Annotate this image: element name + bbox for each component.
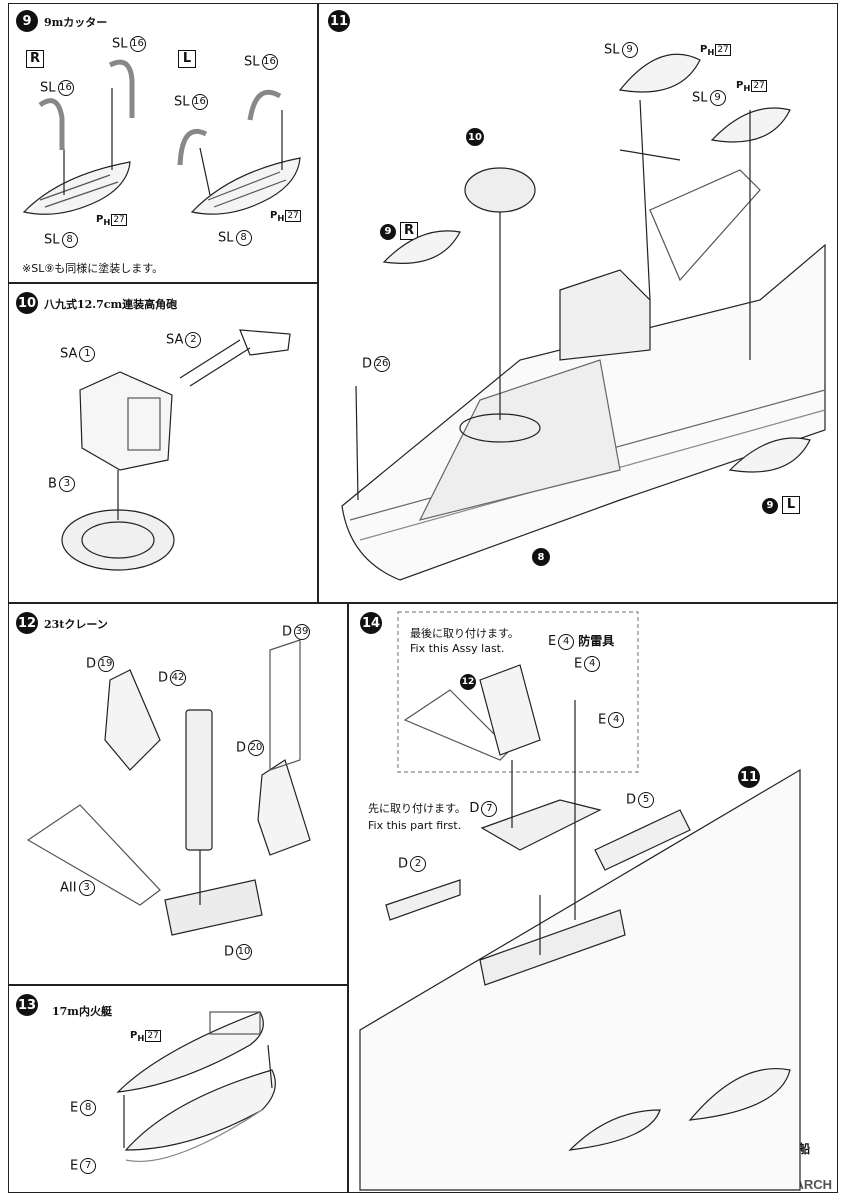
step-13-title: 17m内火艇	[52, 1005, 112, 1018]
ref-part-8-badge: 8	[532, 548, 550, 566]
cutter-boat-left	[177, 89, 301, 215]
step-9-right-marker: R	[26, 50, 44, 68]
deck-assembly	[359, 611, 801, 1191]
step-13-number: 13	[16, 994, 38, 1016]
ref-step-12-badge: 12	[460, 674, 476, 690]
step-9-left-marker: L	[178, 50, 196, 68]
gun-turret-drawing	[61, 329, 291, 571]
step-9-title: 9mカッター	[44, 16, 108, 29]
part-first-note-en: Fix this part first.	[368, 819, 462, 832]
step-14-number: 14	[360, 612, 382, 634]
step-9-number: 9	[16, 10, 38, 32]
ref-step-10-badge: 10	[466, 128, 484, 146]
assy-last-note-jp: 最後に取り付けます。	[410, 627, 519, 640]
motor-launch-parts	[116, 1011, 276, 1163]
step-10-number: 10	[16, 292, 38, 314]
step-12-number: 12	[16, 612, 38, 634]
assy-last-note-en: Fix this Assy last.	[410, 642, 505, 655]
cutter-boat-right	[22, 59, 135, 215]
step-13-panel	[8, 985, 348, 1193]
ref-step-11-badge: 11	[738, 766, 760, 788]
step-9-note: ※SL⑨も同様に塗装します。	[22, 262, 164, 275]
step-12-title: 23tクレーン	[44, 618, 108, 631]
crane-parts	[26, 639, 311, 936]
step-11-number: 11	[328, 10, 350, 32]
ship-hull-bow	[341, 53, 826, 581]
step-10-title: 八九式12.7cm連装高角砲	[44, 298, 178, 311]
